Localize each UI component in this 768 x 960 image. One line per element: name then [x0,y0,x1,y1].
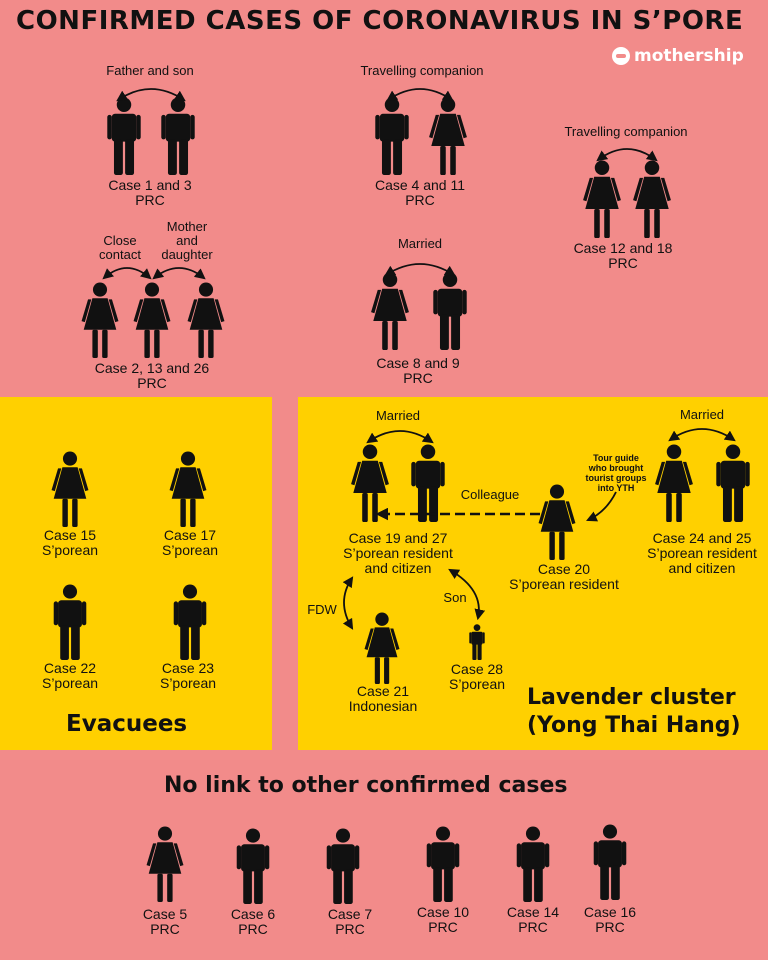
companion-12-18-arrow [596,148,658,162]
woman-icon-case-5 [146,826,184,902]
relation-mother-daughter: Mother and daughter [161,219,213,262]
case-4-11-label: Case 4 and 11 [374,177,466,193]
lavender-married-left: Married [375,408,421,423]
woman-icon-case-8 [371,272,409,350]
son-label: Son [443,590,467,605]
lavender-heading-line2: (Yong Thai Hang) [527,713,741,738]
mother-daughter-arrow [152,267,206,280]
married-8-9-arrow [384,263,456,277]
no-link-case-7-nat: PRC [335,921,365,937]
case-21-label: Case 21 [356,683,410,699]
man-icon-case-4 [375,97,409,175]
no-link-case-5-nat: PRC [150,921,180,937]
no-link-case-14: Case 14 [506,904,560,920]
evacuee-case-17: Case 17 [163,527,217,543]
man-icon-case-16 [593,824,627,900]
man-icon-case-1 [107,97,141,175]
case-19-27-line3: and citizen [364,560,432,576]
woman-icon-case-18 [633,160,671,238]
no-link-case-7: Case 7 [327,906,373,922]
case-2-13-26-label: Case 2, 13 and 26 [94,360,210,376]
man-icon-case-7 [326,828,360,904]
fdw-label: FDW [307,602,337,617]
woman-icon-case-13 [133,282,171,358]
brand-logo: mothership [612,46,744,66]
evacuee-case-23-nationality: S’porean [159,675,217,691]
case-4-11-nationality: PRC [405,192,435,208]
relation-close-contact: Close contact [99,233,141,262]
case-20-line2: S’porean resident [509,576,619,592]
evacuee-case-15: Case 15 [43,527,97,543]
no-link-case-16: Case 16 [583,904,637,920]
case-1-3-label: Case 1 and 3 [108,177,192,193]
case-8-9-nationality: PRC [403,370,433,386]
no-link-case-14-nat: PRC [518,919,548,935]
evacuee-case-22-nationality: S’porean [41,675,99,691]
woman-icon-case-2 [81,282,119,358]
evacuee-case-17-nationality: S’porean [161,542,219,558]
case-2-13-26-nationality: PRC [137,375,167,391]
case-1-3-nationality: PRC [135,192,165,208]
page-title: CONFIRMED CASES OF CORONAVIRUS IN S’PORE [16,6,744,36]
no-link-case-6: Case 6 [230,906,276,922]
evacuee-case-22: Case 22 [43,660,97,676]
mothership-logo-icon [612,47,630,65]
evacuee-case-23: Case 23 [161,660,215,676]
no-link-heading: No link to other confirmed cases [164,773,568,798]
case-19-27-line2: S’porean resident [343,545,453,561]
colleague-label: Colleague [460,487,520,502]
tour-guide-label: Tour guide who brought tourist groups in… [585,453,647,493]
case-28-nationality: S’porean [448,676,506,692]
man-icon-case-10 [426,826,460,902]
case-24-25-line2: S’porean resident [647,545,757,561]
lavender-heading-line1: Lavender cluster [527,685,736,710]
man-icon-case-9 [433,272,467,350]
no-link-case-10-nat: PRC [428,919,458,935]
no-link-case-10: Case 10 [416,904,470,920]
close-contact-arrow [102,267,152,280]
case-12-18-label: Case 12 and 18 [573,240,673,256]
case-24-25-line3: and citizen [668,560,736,576]
brand-name: mothership [634,46,744,66]
woman-icon-case-26 [187,282,225,358]
case-19-27-label: Case 19 and 27 [348,530,448,546]
case-8-9-label: Case 8 and 9 [376,355,460,371]
evacuees-panel [0,397,272,750]
woman-icon-case-11 [429,97,467,175]
man-icon-case-3 [161,97,195,175]
evacuees-heading: Evacuees [66,711,188,737]
case-12-18-nationality: PRC [608,255,638,271]
man-icon-case-6 [236,828,270,904]
relation-companion-4-11: Travelling companion [360,63,484,78]
man-icon-case-14 [516,826,550,902]
relation-married-8-9: Married [397,236,443,251]
relation-father-son: Father and son [106,63,194,78]
case-24-25-label: Case 24 and 25 [652,530,752,546]
evacuee-case-15-nationality: S’porean [41,542,99,558]
woman-icon-case-12 [583,160,621,238]
companion-4-11-arrow [386,88,454,102]
no-link-case-6-nat: PRC [238,921,268,937]
case-21-nationality: Indonesian [348,698,418,714]
case-28-label: Case 28 [450,661,504,677]
no-link-case-5: Case 5 [142,906,188,922]
relation-companion-12-18: Travelling companion [564,124,688,139]
lavender-married-right: Married [679,407,725,422]
father-son-arrow [116,88,186,102]
case-20-label: Case 20 [537,561,591,577]
no-link-case-16-nat: PRC [595,919,625,935]
